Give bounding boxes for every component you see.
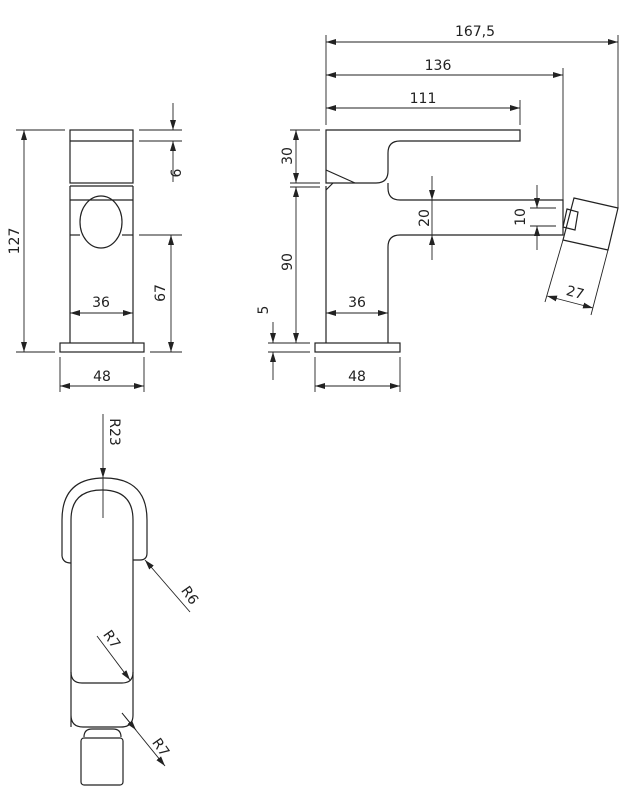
dim-r-bottom: R7 xyxy=(148,735,172,759)
dim-front-base-width: 48 xyxy=(93,369,111,385)
dim-spout-height: 20 xyxy=(417,209,433,227)
lever-cap xyxy=(69,129,134,184)
handle-oval xyxy=(79,195,123,249)
dim-r-hood-corner: R6 xyxy=(177,583,201,608)
dim-lever-height: 30 xyxy=(280,147,296,165)
dim-front-body-width: 36 xyxy=(92,295,110,311)
dim-aerator: 27 xyxy=(564,283,585,303)
dim-front-height: 127 xyxy=(7,228,23,255)
aerator xyxy=(562,197,619,251)
dim-side-base-width: 48 xyxy=(348,369,366,385)
dim-spout-length: 136 xyxy=(425,58,452,74)
cartridge xyxy=(80,737,124,786)
base xyxy=(59,342,145,353)
dim-overall-length: 167,5 xyxy=(455,24,495,40)
top-body xyxy=(70,489,134,728)
dim-r-body: R7 xyxy=(99,627,123,651)
side-base xyxy=(314,342,401,353)
dim-body-height: 90 xyxy=(280,253,296,271)
front-view: 127 6 67 36 48 xyxy=(7,103,185,392)
dim-front-handle: 67 xyxy=(153,284,169,302)
body xyxy=(69,185,134,343)
dim-outlet: 10 xyxy=(513,208,529,226)
side-view: 167,5 136 111 30 90 5 36 48 20 10 27 xyxy=(256,24,619,392)
lever xyxy=(325,129,521,184)
dim-side-body-width: 36 xyxy=(348,295,366,311)
dim-front-cap: 6 xyxy=(169,168,185,177)
dim-lever-length: 111 xyxy=(410,91,437,107)
hood xyxy=(61,477,148,564)
dim-r-hood: R23 xyxy=(106,418,122,446)
spout xyxy=(325,183,564,343)
top-view: R23 R6 R7 R7 xyxy=(61,414,201,786)
dim-base-height: 5 xyxy=(256,306,272,315)
